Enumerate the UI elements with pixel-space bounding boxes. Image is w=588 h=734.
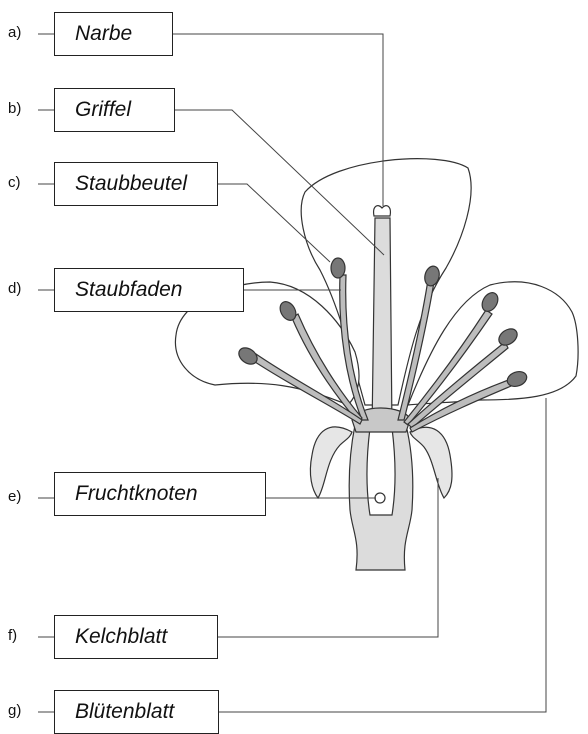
sepal-left [310, 427, 352, 498]
letter-f: f) [8, 627, 17, 644]
letter-g: g) [8, 702, 21, 719]
style [372, 218, 392, 430]
sepal-right [410, 427, 452, 498]
label-staubbeutel: Staubbeutel [54, 162, 218, 206]
label-bluetenblatt: Blütenblatt [54, 690, 219, 734]
letter-dashes [38, 34, 54, 712]
letter-a: a) [8, 24, 21, 41]
label-narbe: Narbe [54, 12, 173, 56]
label-griffel: Griffel [54, 88, 175, 132]
stigma [374, 206, 391, 216]
label-fruchtknoten: Fruchtknoten [54, 472, 266, 516]
letter-c: c) [8, 174, 21, 191]
letter-e: e) [8, 488, 21, 505]
ovule [375, 493, 385, 503]
label-staubfaden: Staubfaden [54, 268, 244, 312]
letter-b: b) [8, 100, 21, 117]
letter-d: d) [8, 280, 21, 297]
anther-1 [331, 258, 345, 278]
label-kelchblatt: Kelchblatt [54, 615, 218, 659]
